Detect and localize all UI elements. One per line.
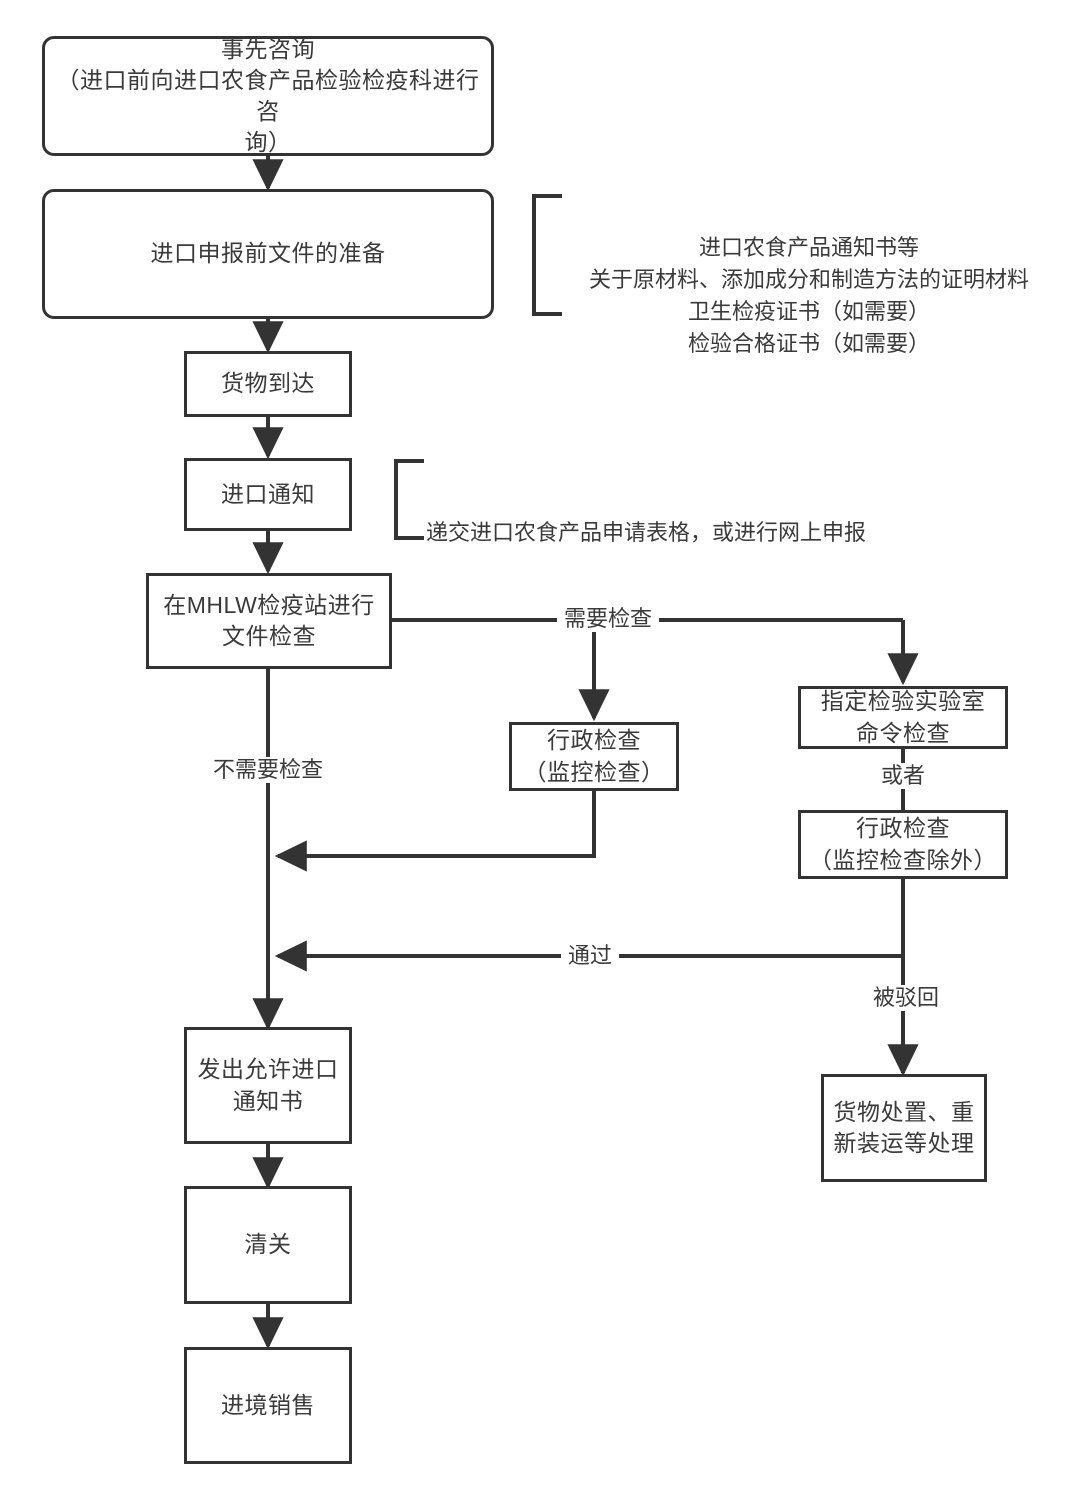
node-administrative-inspection-except-monitoring[interactable]: 行政检查 （监控检查除外） [798, 810, 1008, 879]
node-domestic-sale[interactable]: 进境销售 [184, 1347, 352, 1464]
edge-label-inspection-not-required: 不需要检查 [206, 757, 331, 784]
node-goods-arrival-label: 货物到达 [221, 370, 315, 397]
edge-label-inspection-required-text: 需要检查 [564, 606, 653, 631]
node-administrative-inspection-monitoring-label: 行政检查 （监控检查） [523, 727, 665, 785]
edge-label-inspection-required: 需要检查 [557, 606, 660, 633]
edge-label-or-alternative-text: 或者 [881, 763, 926, 788]
annotation-document-requirements-text: 进口农食产品通知书等 关于原材料、添加成分和制造方法的证明材料 卫生检疫证书（如… [588, 234, 1029, 356]
node-mhlw-document-check[interactable]: 在MHLW检疫站进行 文件检查 [146, 573, 392, 669]
node-prior-consultation[interactable]: 事先咨询 （进口前向进口农食产品检验检疫科进行咨 询） [42, 36, 494, 156]
edge-label-rejected: 被驳回 [866, 985, 947, 1012]
bracket-notification-method [394, 459, 424, 540]
node-prior-consultation-label: 事先咨询 （进口前向进口农食产品检验检疫科进行咨 询） [56, 35, 480, 156]
node-administrative-inspection-monitoring[interactable]: 行政检查 （监控检查） [509, 722, 679, 791]
node-customs-clearance[interactable]: 清关 [184, 1186, 352, 1304]
node-designated-laboratory-order-inspection[interactable]: 指定检验实验室 命令检查 [798, 686, 1008, 749]
edge-label-rejected-text: 被驳回 [873, 985, 940, 1010]
node-goods-disposal-reshipment-label: 货物处置、重 新装运等处理 [833, 1098, 975, 1156]
annotation-notification-method-text: 递交进口农食产品申请表格，或进行网上申报 [426, 519, 867, 545]
edge-label-inspection-not-required-text: 不需要检查 [213, 757, 324, 782]
edge-monitoring-merge-back [274, 790, 596, 872]
node-document-preparation-label: 进口申报前文件的准备 [150, 240, 386, 267]
node-import-permission-notice-label: 发出允许进口 通知书 [197, 1056, 339, 1114]
node-administrative-inspection-except-monitoring-label: 行政检查 （监控检查除外） [809, 815, 997, 873]
edge-label-passed-text: 通过 [568, 943, 613, 968]
node-goods-disposal-reshipment[interactable]: 货物处置、重 新装运等处理 [821, 1074, 987, 1182]
annotation-notification-method: 递交进口农食产品申请表格，或进行网上申报 [426, 485, 1026, 549]
node-import-notification[interactable]: 进口通知 [184, 458, 352, 531]
node-customs-clearance-label: 清关 [244, 1231, 292, 1258]
node-import-permission-notice[interactable]: 发出允许进口 通知书 [184, 1027, 352, 1144]
node-import-notification-label: 进口通知 [221, 480, 315, 507]
edge-label-passed: 通过 [561, 943, 620, 970]
edge-label-or-alternative: 或者 [874, 763, 933, 790]
node-domestic-sale-label: 进境销售 [221, 1391, 315, 1418]
node-designated-laboratory-order-inspection-label: 指定检验实验室 命令检查 [820, 688, 986, 746]
node-goods-arrival[interactable]: 货物到达 [184, 351, 352, 417]
bracket-document-requirements [532, 194, 562, 316]
node-document-preparation[interactable]: 进口申报前文件的准备 [42, 189, 494, 319]
annotation-document-requirements: 进口农食产品通知书等 关于原材料、添加成分和制造方法的证明材料 卫生检疫证书（如… [566, 200, 1052, 359]
node-mhlw-document-check-label: 在MHLW检疫站进行 文件检查 [163, 591, 375, 649]
